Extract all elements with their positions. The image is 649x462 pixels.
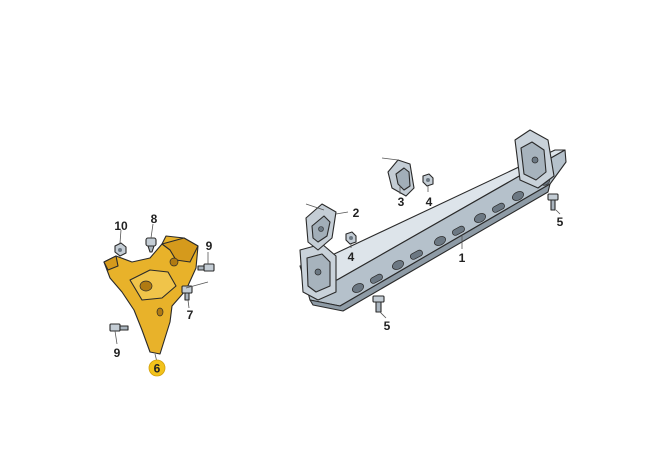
bolt-part-7[interactable]	[181, 285, 193, 301]
bolt-part-9-upper[interactable]	[197, 263, 215, 272]
callout-7: 7	[187, 308, 194, 322]
callout-9-upper: 9	[206, 239, 213, 253]
guide-clip[interactable]	[387, 159, 415, 197]
bolt-right[interactable]	[547, 193, 559, 211]
bolt-bottom[interactable]	[372, 295, 385, 313]
leader-lines	[114, 157, 561, 363]
callout-6: 6	[154, 362, 161, 376]
callout-5-right: 5	[557, 215, 564, 229]
bumper-reinforcement-bar[interactable]	[299, 129, 567, 312]
small-bracket[interactable]	[305, 203, 337, 251]
bolt-part-9-lower[interactable]	[109, 323, 129, 332]
callout-10: 10	[114, 219, 128, 233]
nut-lower[interactable]	[345, 231, 357, 245]
callout-3: 3	[398, 195, 405, 209]
callout-8: 8	[151, 212, 158, 226]
callout-2: 2	[353, 206, 360, 220]
callout-4-upper: 4	[426, 195, 433, 209]
callout-6-badge	[148, 359, 166, 377]
callout-1: 1	[459, 251, 466, 265]
callout-labels: 1 2 3 4 4 5 5 7 8 9 9 10 6	[114, 195, 564, 377]
callout-9-lower: 9	[114, 346, 121, 360]
callout-4-lower: 4	[348, 250, 355, 264]
nut-part-10[interactable]	[114, 242, 127, 257]
callout-5-bottom: 5	[384, 319, 391, 333]
highlighted-bracket-part[interactable]	[103, 235, 199, 355]
nut-upper[interactable]	[422, 173, 434, 187]
clip-part-8[interactable]	[145, 237, 157, 253]
